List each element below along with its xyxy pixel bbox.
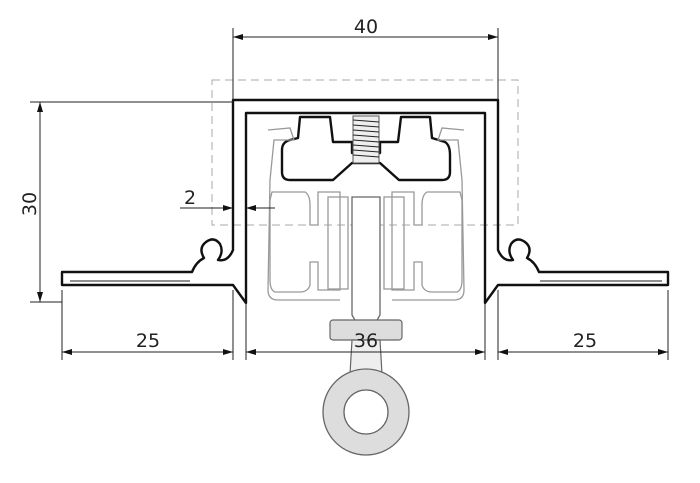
dim-label-top-width: 40 xyxy=(354,16,378,38)
outer-profile xyxy=(60,98,670,305)
inner-insert xyxy=(267,127,465,301)
dim-label-height: 30 xyxy=(19,192,41,216)
dim-label-inner-width: 36 xyxy=(354,330,378,352)
dim-label-wall-thickness: 2 xyxy=(184,187,196,209)
clamp-block xyxy=(280,115,452,182)
dim-label-right-flange: 25 xyxy=(573,330,597,352)
insert-right-block xyxy=(391,191,463,293)
extension-lines xyxy=(30,28,669,360)
insert-left-block xyxy=(269,191,341,293)
dim-label-left-flange: 25 xyxy=(136,330,160,352)
bolt-thread-lines xyxy=(352,119,380,158)
slider-right xyxy=(383,196,405,290)
slider-left xyxy=(327,196,349,290)
eye-bolt-shaft xyxy=(351,196,381,323)
eye-bolt-hole xyxy=(343,389,389,435)
